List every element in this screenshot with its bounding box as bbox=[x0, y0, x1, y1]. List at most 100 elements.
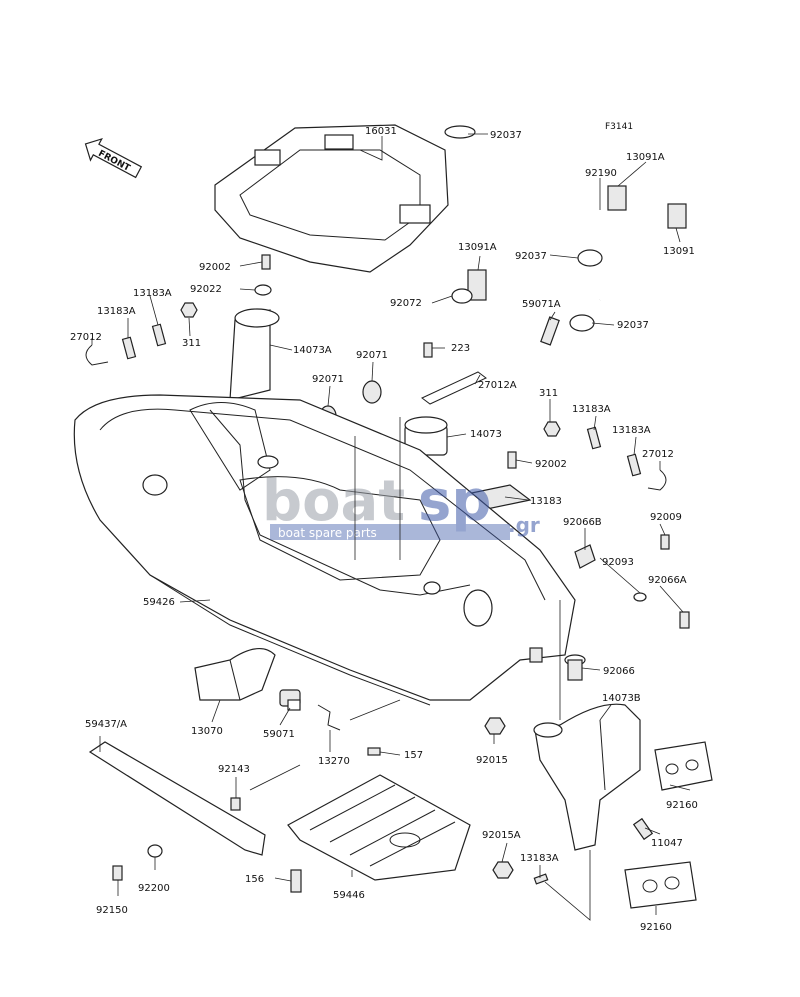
label-13183a: 13183A bbox=[133, 288, 172, 299]
part-59437a-rail bbox=[88, 741, 266, 856]
label-59437a: 59437/A bbox=[85, 719, 127, 730]
part-92009-screw bbox=[660, 534, 670, 550]
part-92015a-nut bbox=[492, 861, 514, 879]
label-13183a-4: 13183A bbox=[612, 425, 651, 436]
label-92160-2: 92160 bbox=[640, 922, 672, 933]
label-92037-3: 92037 bbox=[617, 320, 649, 331]
diagram-code: F3141 bbox=[605, 122, 633, 132]
label-92071-2: 92071 bbox=[312, 374, 344, 385]
part-13183a-plate bbox=[121, 336, 137, 360]
label-92190: 92190 bbox=[585, 168, 617, 179]
label-11047: 11047 bbox=[651, 838, 683, 849]
label-92066b: 92066B bbox=[563, 517, 602, 528]
part-92200-washer bbox=[147, 844, 163, 858]
label-92072: 92072 bbox=[390, 298, 422, 309]
part-92160-gasket bbox=[654, 741, 713, 791]
part-157-screw bbox=[367, 747, 381, 756]
part-59446-grate bbox=[287, 774, 471, 881]
part-92093-washer bbox=[633, 592, 647, 602]
part-27012-spring-2 bbox=[647, 469, 667, 491]
label-59426: 59426 bbox=[143, 597, 175, 608]
part-14073b-tank bbox=[533, 703, 641, 851]
label-92002-2: 92002 bbox=[535, 459, 567, 470]
label-92066a: 92066A bbox=[648, 575, 687, 586]
label-13183: 13183 bbox=[530, 496, 562, 507]
part-27012-spring bbox=[85, 344, 109, 366]
label-14073a: 14073A bbox=[293, 345, 332, 356]
part-13183a-plate-4 bbox=[626, 453, 642, 477]
part-92071-grommet-2 bbox=[362, 380, 382, 404]
watermark-tagline: boat spare parts bbox=[278, 526, 377, 540]
label-13183a-3: 13183A bbox=[572, 404, 611, 415]
label-92037: 92037 bbox=[490, 130, 522, 141]
part-92150-bolt bbox=[112, 865, 123, 881]
label-27012-2: 27012 bbox=[642, 449, 674, 460]
part-13183a-plate-2 bbox=[151, 323, 167, 347]
label-311: 311 bbox=[182, 338, 201, 349]
label-92015: 92015 bbox=[476, 755, 508, 766]
label-92015a: 92015A bbox=[482, 830, 521, 841]
part-92190-hose bbox=[444, 125, 654, 303]
part-14073a-tube bbox=[229, 308, 280, 401]
part-92072-band bbox=[451, 288, 473, 304]
watermark-logo: boat sp .gr boat spare parts bbox=[262, 469, 540, 540]
part-223-bolt bbox=[423, 342, 433, 358]
leader-lines bbox=[91, 133, 691, 921]
part-92015-nut bbox=[484, 717, 506, 735]
label-92037-2: 92037 bbox=[515, 251, 547, 262]
part-59426-hull bbox=[73, 394, 576, 706]
label-92143: 92143 bbox=[218, 764, 250, 775]
part-59071a-fitting bbox=[540, 316, 560, 346]
part-92066a-bolt bbox=[679, 611, 690, 629]
label-59071: 59071 bbox=[263, 729, 295, 740]
watermark-brand-left: boat bbox=[262, 469, 405, 534]
label-16031: 16031 bbox=[365, 126, 397, 137]
part-11047-bolt bbox=[632, 817, 654, 841]
label-92071: 92071 bbox=[356, 350, 388, 361]
label-27012a: 27012A bbox=[478, 380, 517, 391]
part-156-bolt bbox=[290, 869, 302, 893]
label-14073: 14073 bbox=[470, 429, 502, 440]
part-92143-pin bbox=[230, 797, 241, 811]
label-92002: 92002 bbox=[199, 262, 231, 273]
part-92002-bolt-2 bbox=[507, 451, 517, 469]
part-13270-bracket bbox=[317, 704, 341, 731]
part-92037-clamp-2 bbox=[577, 249, 603, 267]
part-13183a-plate-3 bbox=[586, 426, 602, 450]
label-92200: 92200 bbox=[138, 883, 170, 894]
label-13183a-5: 13183A bbox=[520, 853, 559, 864]
label-311-2: 311 bbox=[539, 388, 558, 399]
label-92093: 92093 bbox=[602, 557, 634, 568]
part-13091a-clip bbox=[607, 185, 627, 211]
part-27012a-bracket bbox=[421, 371, 487, 405]
watermark-brand-right: sp bbox=[418, 469, 491, 534]
part-13091a-clip-2 bbox=[467, 269, 487, 301]
label-13070: 13070 bbox=[191, 726, 223, 737]
part-92022-washer bbox=[254, 284, 272, 296]
part-311-nut-2 bbox=[543, 421, 561, 437]
part-92160-gasket-2 bbox=[624, 861, 697, 909]
label-92160: 92160 bbox=[666, 800, 698, 811]
part-92066-plug bbox=[564, 654, 586, 681]
label-14073b: 14073B bbox=[602, 693, 641, 704]
label-13183a-2: 13183A bbox=[97, 306, 136, 317]
label-59071a: 59071A bbox=[522, 299, 561, 310]
label-92150: 92150 bbox=[96, 905, 128, 916]
part-59071-fitting bbox=[279, 689, 301, 711]
label-157: 157 bbox=[404, 750, 423, 761]
watermark-tld: .gr bbox=[508, 513, 540, 537]
label-13091a: 13091A bbox=[626, 152, 665, 163]
label-27012: 27012 bbox=[70, 332, 102, 343]
part-16031-tray bbox=[214, 124, 449, 273]
part-13070-duct bbox=[194, 648, 276, 701]
label-13091: 13091 bbox=[663, 246, 695, 257]
label-13091a-2: 13091A bbox=[458, 242, 497, 253]
label-223: 223 bbox=[451, 343, 470, 354]
front-arrow-icon: FRONT bbox=[84, 137, 143, 179]
part-92037-clamp-3 bbox=[569, 314, 595, 332]
label-92009: 92009 bbox=[650, 512, 682, 523]
label-92022: 92022 bbox=[190, 284, 222, 295]
part-13091-clip bbox=[667, 203, 687, 229]
part-92002-bolt bbox=[261, 254, 271, 270]
